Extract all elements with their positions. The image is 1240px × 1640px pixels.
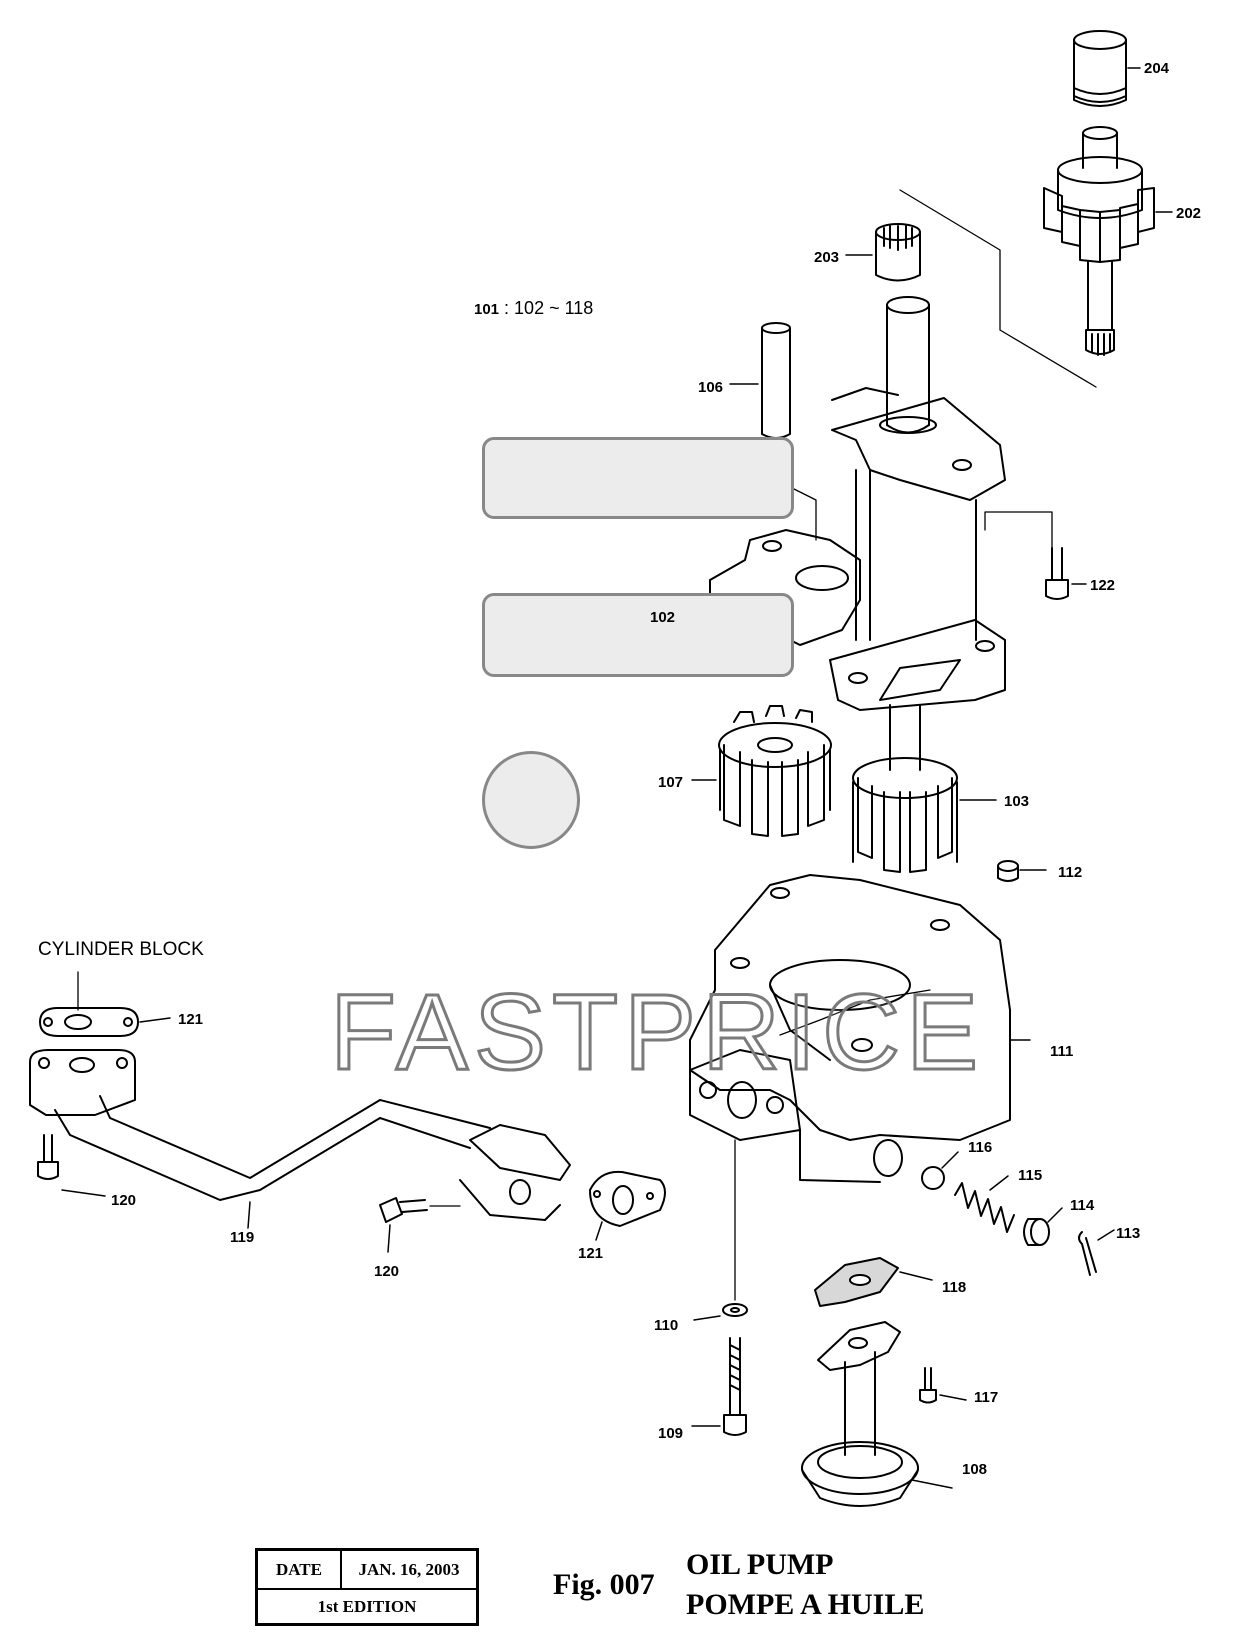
label-part-107: 107 bbox=[658, 774, 684, 791]
cylinder-block-label: CYLINDER BLOCK bbox=[38, 939, 204, 960]
label-part-115: 115 bbox=[1018, 1167, 1043, 1184]
part-122-bolt bbox=[984, 511, 1087, 600]
part-116-ball bbox=[921, 1151, 959, 1190]
label-part-122: 122 bbox=[1090, 577, 1116, 594]
part-110-washer bbox=[693, 1303, 748, 1321]
label-part-103: 103 bbox=[1004, 793, 1030, 810]
label-part-113: 113 bbox=[1116, 1225, 1141, 1242]
label-part-121-pump: 121 bbox=[578, 1245, 604, 1262]
part-109-bolt bbox=[691, 1337, 747, 1436]
title-block: DATE JAN. 16, 2003 1st EDITION bbox=[255, 1548, 479, 1626]
label-part-106: 106 bbox=[698, 379, 724, 396]
watermark: FASTPRICE bbox=[328, 971, 985, 1092]
label-part-204: 204 bbox=[1144, 60, 1170, 77]
label-part-108: 108 bbox=[962, 1461, 988, 1478]
figure-title-en: OIL PUMP bbox=[686, 1548, 834, 1581]
label-part-202: 202 bbox=[1176, 205, 1202, 222]
part-107-driven-gear bbox=[691, 705, 832, 837]
date-label: DATE bbox=[258, 1551, 342, 1588]
label-part-109: 109 bbox=[658, 1425, 684, 1442]
part-108-strainer bbox=[801, 1321, 953, 1507]
date-value: JAN. 16, 2003 bbox=[358, 1559, 460, 1579]
part-203-sleeve bbox=[845, 223, 921, 282]
label-part-112: 112 bbox=[1058, 864, 1083, 881]
figure-title-fr: POMPE A HUILE bbox=[686, 1588, 925, 1621]
figure-number: Fig. 007 bbox=[553, 1568, 655, 1601]
label-part-117: 117 bbox=[974, 1389, 999, 1406]
part-202-drive-gear bbox=[1043, 126, 1173, 356]
part-204-bushing bbox=[1073, 30, 1141, 107]
label-part-119: 119 bbox=[230, 1229, 255, 1246]
part-113-split-pin bbox=[1078, 1229, 1115, 1276]
highlight-circle bbox=[482, 751, 580, 849]
assembly-number: 101 bbox=[474, 301, 500, 318]
label-part-102: 102 bbox=[650, 609, 676, 626]
part-119-oil-pipe bbox=[29, 1049, 666, 1241]
edition: 1st EDITION bbox=[317, 1596, 417, 1616]
part-117-bolt bbox=[919, 1367, 967, 1404]
label-part-120-b: 120 bbox=[374, 1263, 400, 1280]
part-102-pump-cover bbox=[681, 296, 1006, 771]
part-114-plug bbox=[1023, 1207, 1063, 1246]
label-part-121-block: 121 bbox=[178, 1011, 204, 1028]
label-part-120-a: 120 bbox=[111, 1192, 137, 1209]
assembly-note: 101 : 102 ~ 118 bbox=[474, 298, 593, 319]
label-part-116: 116 bbox=[968, 1139, 993, 1156]
highlight-box-upper bbox=[482, 437, 794, 519]
part-120-bolt-a bbox=[37, 1134, 106, 1197]
title-block-row-date: DATE JAN. 16, 2003 bbox=[258, 1551, 476, 1590]
part-118-gasket bbox=[814, 1257, 933, 1307]
label-part-118: 118 bbox=[942, 1279, 967, 1296]
label-part-203: 203 bbox=[814, 249, 840, 266]
label-part-111: 111 bbox=[1050, 1043, 1074, 1060]
assembly-range: : 102 ~ 118 bbox=[504, 298, 594, 318]
part-111-pump-housing bbox=[689, 874, 1031, 1301]
part-120-bolt-b bbox=[379, 1197, 461, 1253]
part-103-drive-gear bbox=[852, 757, 997, 873]
part-112-cap bbox=[997, 860, 1047, 882]
part-115-spring bbox=[954, 1175, 1015, 1233]
label-part-114: 114 bbox=[1070, 1197, 1095, 1214]
highlight-box-lower bbox=[482, 593, 794, 677]
label-part-110: 110 bbox=[654, 1317, 679, 1334]
part-121-gasket-block bbox=[39, 971, 171, 1037]
